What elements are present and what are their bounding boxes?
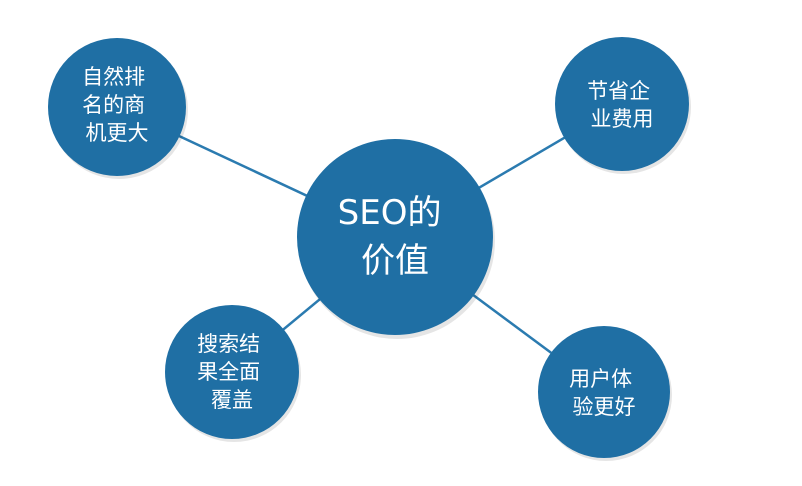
node-bottom-left: 搜索结 果全面 覆盖 [165,305,301,442]
node-text-line: 节省企 [587,79,650,103]
node-text-line: 机更大 [86,121,149,145]
node-text-line: 果全面 [197,360,260,384]
node-top-right: 节省企 业费用 [555,37,691,174]
svg-text:SEO的 价值: SEO的 价值 [338,193,453,281]
center-title-line: 价值 [361,241,429,281]
node-circle [538,326,670,458]
node-circle [48,38,186,176]
svg-text:搜索结 果全面 覆盖: 搜索结 果全面 覆盖 [197,332,267,412]
center-circle [297,139,493,335]
node-bottom-right: 用户体 验更好 [538,326,672,461]
node-top-left: 自然排 名的商 机更大 [48,38,188,179]
node-text-line: 业费用 [591,107,654,131]
node-text-line: 用户体 [569,367,632,391]
node-circle [555,37,689,171]
center-title-line: SEO的 [338,193,442,233]
svg-text:自然排 名的商 机更大: 自然排 名的商 机更大 [82,65,152,145]
node-text-line: 搜索结 [197,332,260,356]
node-text-line: 验更好 [573,395,636,419]
node-circle [165,305,299,439]
node-text-line: 名的商 [82,93,145,117]
node-center: SEO的 价值 [297,139,495,339]
svg-text:节省企 业费用: 节省企 业费用 [587,79,657,131]
svg-text:用户体 验更好: 用户体 验更好 [569,367,639,419]
node-text-line: 自然排 [82,65,145,89]
node-text-line: 覆盖 [211,388,253,412]
